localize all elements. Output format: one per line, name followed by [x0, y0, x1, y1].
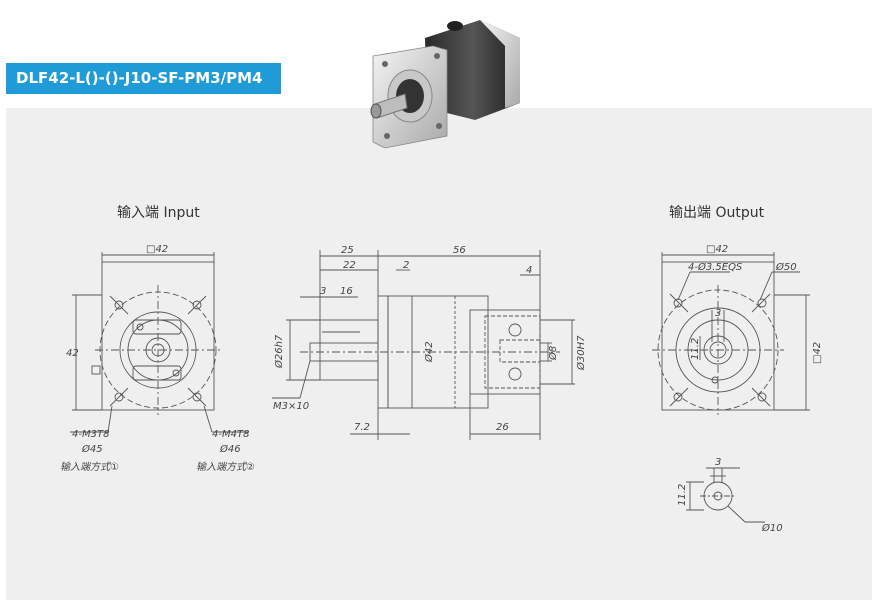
shaft-key3-label: 3	[715, 457, 721, 468]
output-key11-2-label: 11.2	[690, 338, 701, 360]
output-caption: 输出端 Output	[669, 205, 765, 221]
output-dimension-labels: □42 4-Ø3.5EQS Ø50 □42 3 11.2	[688, 244, 823, 364]
input-dia2-label: Ø46	[219, 443, 241, 455]
side-len16-label: 16	[340, 286, 353, 297]
side-len7-2-label: 7.2	[354, 422, 370, 433]
side-len3-label: 3	[320, 286, 326, 297]
input-height-label: 42	[66, 348, 79, 359]
output-pcd-label: Ø50	[775, 261, 797, 273]
input-caption: 输入端 Input	[117, 205, 200, 221]
side-view	[272, 250, 575, 440]
side-len2-label: 2	[403, 260, 409, 271]
side-dia26-label: Ø26h7	[273, 334, 285, 369]
output-side-label: □42	[812, 342, 823, 364]
side-len25-label: 25	[341, 245, 354, 256]
input-mount2-label: 4-M4T8	[212, 429, 249, 440]
side-len26-label: 26	[496, 422, 509, 433]
side-len4-label: 4	[526, 265, 532, 276]
side-thread-label: M3×10	[273, 401, 309, 412]
side-len56-label: 56	[453, 245, 466, 256]
input-mode1-label: 输入端方式①	[60, 461, 119, 473]
output-key3-label: 3	[715, 308, 721, 319]
output-end-view	[652, 252, 810, 415]
gearbox-product-image	[370, 20, 520, 149]
shaft-detail-labels: 3 11.2 Ø10	[677, 457, 783, 534]
input-mount1-label: 4-M3T8	[72, 429, 109, 440]
side-dia42-label: Ø42	[423, 341, 435, 363]
output-holes-label: 4-Ø3.5EQS	[688, 261, 743, 273]
output-square-label: □42	[706, 244, 728, 255]
side-len22-label: 22	[343, 260, 356, 271]
side-dimension-labels: 25 56 22 2 4 3 16 Ø26h7 Ø42 Ø8 Ø30H7 M3×…	[273, 245, 587, 433]
shaft-key-detail	[686, 467, 765, 523]
shaft-dia10-label: Ø10	[761, 522, 783, 534]
input-mode2-label: 输入端方式②	[196, 461, 255, 473]
input-end-view	[70, 252, 248, 433]
drawing-panel	[6, 108, 872, 600]
input-dia1-label: Ø45	[81, 443, 103, 455]
side-dia8-label: Ø8	[547, 346, 559, 361]
shaft-key11-2-label: 11.2	[677, 484, 688, 506]
product-title: DLF42-L()-()-J10-SF-PM3/PM4	[6, 63, 281, 94]
input-dimension-labels: □42 42 4-M3T8 Ø45 输入端方式① 4-M4T8 Ø46 输入端方…	[60, 244, 255, 473]
input-square-label: □42	[146, 244, 168, 255]
side-dia30-label: Ø30H7	[575, 335, 587, 371]
